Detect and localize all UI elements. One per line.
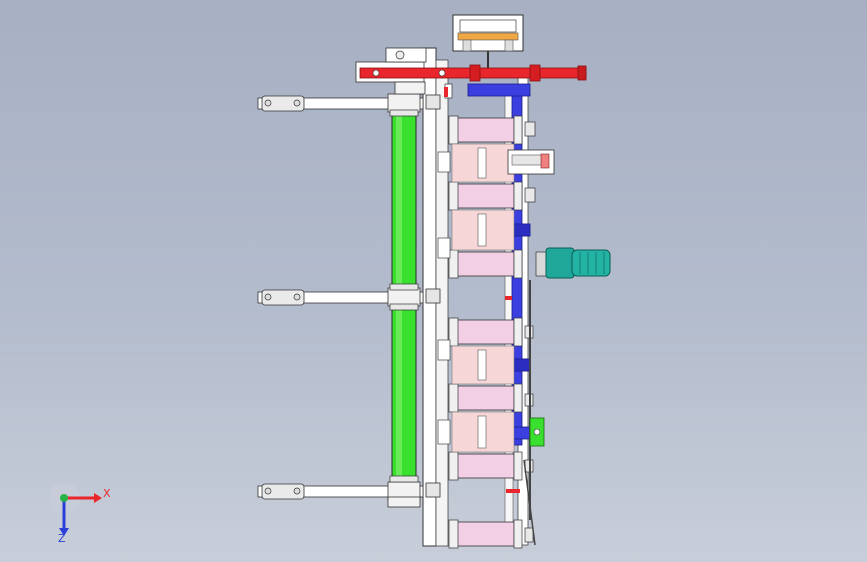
pink-roller-1 <box>448 115 523 145</box>
left-frame-fixtures <box>437 151 451 445</box>
top-actuator-block <box>452 14 524 68</box>
teal-gear-motor <box>535 247 611 279</box>
pink-roller-4 <box>448 317 523 347</box>
y-axis-dot <box>60 494 68 502</box>
pink-roller-3 <box>448 249 523 279</box>
red-markers <box>444 87 520 493</box>
pink-gear-plates <box>451 143 515 453</box>
pink-rollers <box>448 115 523 549</box>
support-arm-bottom <box>257 481 441 508</box>
pink-roller-6 <box>448 451 523 481</box>
clamp-fixture <box>507 149 555 175</box>
coordinate-triad <box>50 484 102 536</box>
right-link-bars <box>523 280 536 546</box>
z-axis-label: Z <box>58 532 66 545</box>
pink-roller-5 <box>448 383 523 413</box>
red-cylinder <box>355 61 587 83</box>
green-roller-lower <box>389 303 419 483</box>
pink-roller-7 <box>448 519 523 549</box>
support-arm-middle <box>257 287 441 307</box>
upper-link-bracket <box>385 47 453 99</box>
pink-roller-2 <box>448 181 523 211</box>
support-arm-top <box>257 93 441 113</box>
green-roller-upper <box>389 109 419 291</box>
green-sensor-box <box>529 417 545 447</box>
x-axis-label: X <box>103 487 111 500</box>
